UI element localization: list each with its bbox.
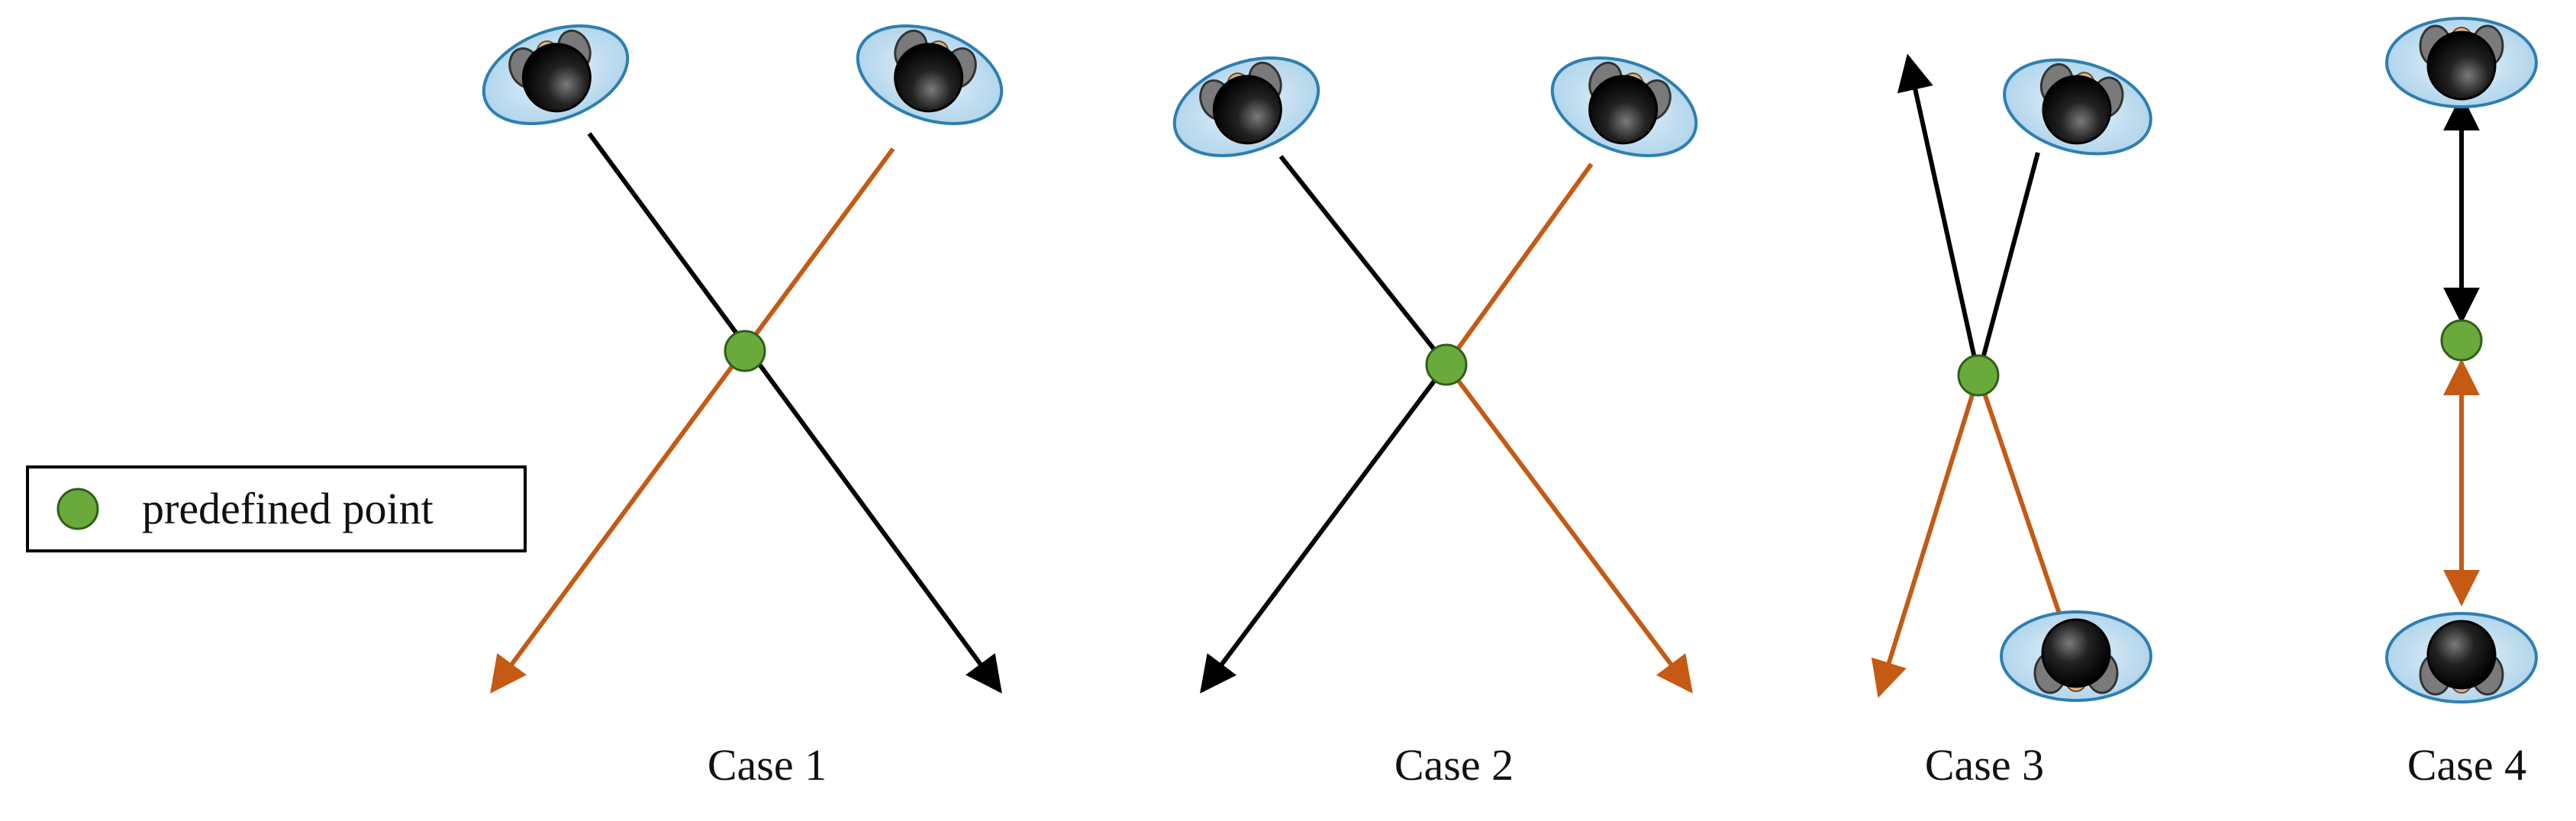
case-4-group: Case 4	[2385, 17, 2538, 790]
case-3-black-path	[1897, 53, 1981, 376]
case-2-orange-path-segment	[1444, 163, 1594, 366]
predefined-point-icon	[724, 330, 766, 372]
person-topview-icon	[2385, 17, 2538, 108]
case-1-group: Case 1	[469, 5, 1017, 790]
legend-box	[26, 465, 527, 552]
person-topview-icon	[843, 5, 1017, 144]
case-2-label: Case 2	[1394, 740, 1514, 790]
case-3-group: Case 3	[1871, 43, 2163, 790]
legend-label: predefined point	[142, 484, 434, 533]
predefined-point-icon	[56, 488, 99, 530]
case-3-black-path-segment	[1976, 152, 2040, 376]
case-2-orange-path	[1444, 363, 1693, 694]
person-topview-icon	[1992, 43, 2163, 171]
person-topview-icon	[2385, 612, 2538, 703]
predefined-point-icon	[1957, 354, 2000, 397]
case-1-black-path	[587, 132, 1002, 694]
case-3-label: Case 3	[1925, 740, 2044, 790]
person-topview-icon	[2000, 610, 2152, 702]
case-4-label: Case 4	[2407, 740, 2526, 790]
case-3-orange-path-segment	[1976, 375, 2063, 619]
case-3-orange-path	[1871, 375, 1981, 698]
case-2-black-path-segment	[1278, 155, 1449, 366]
predefined-point-icon	[1425, 343, 1468, 386]
case-1-label: Case 1	[708, 740, 827, 790]
person-topview-icon	[1159, 37, 1333, 176]
case-2-group: Case 2	[1159, 37, 1711, 790]
predefined-point-icon	[2440, 319, 2483, 362]
legend: predefined point	[26, 465, 527, 552]
case-1-orange-path	[490, 147, 895, 694]
person-topview-icon	[469, 5, 643, 144]
person-topview-icon	[1537, 37, 1711, 176]
case-2-black-path	[1200, 363, 1449, 694]
